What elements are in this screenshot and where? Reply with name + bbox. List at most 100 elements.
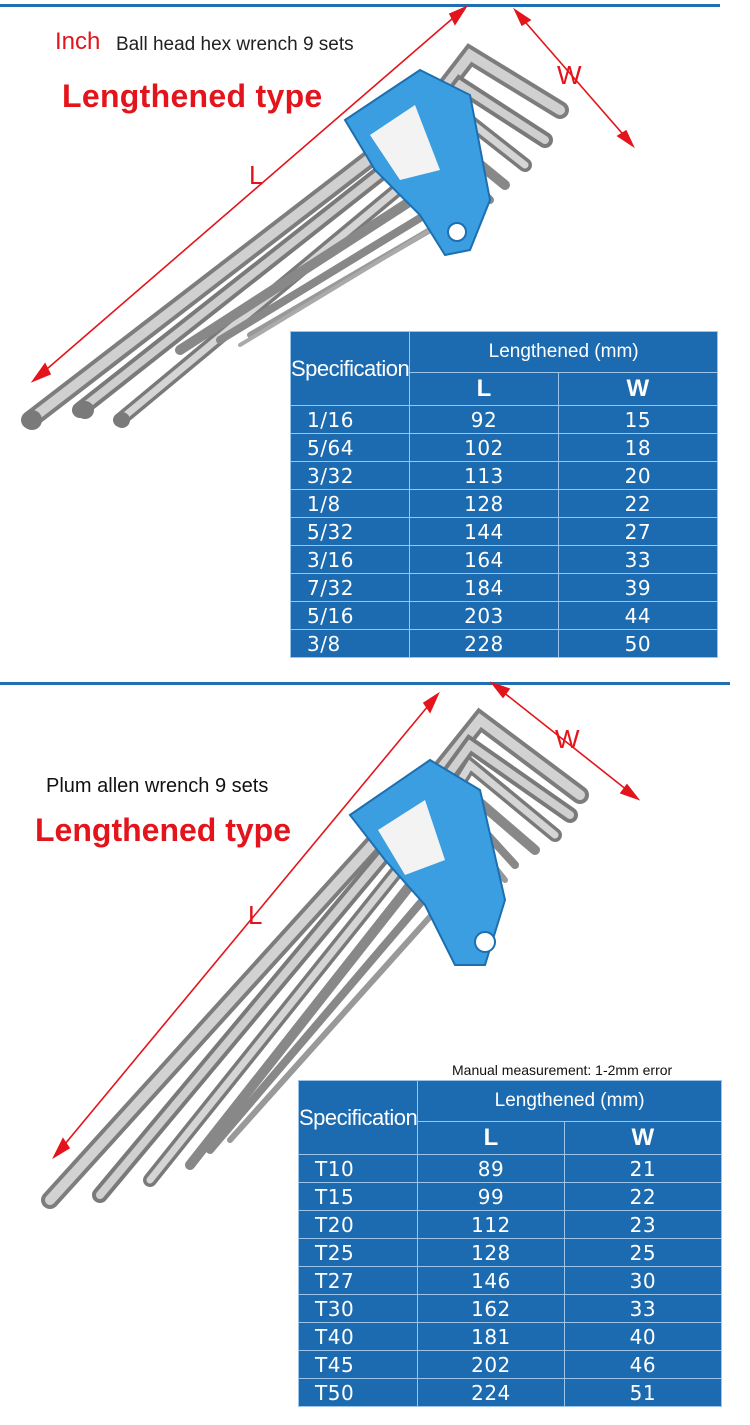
title-inch: Inch — [55, 28, 101, 55]
W-cell: 51 — [563, 1378, 723, 1407]
W-cell: 27 — [557, 517, 719, 546]
W-cell: 15 — [557, 405, 719, 434]
spec-cell: 7/32 — [289, 573, 411, 602]
group-header: Lengthened (mm) — [409, 331, 718, 373]
L-cell: 184 — [409, 573, 559, 602]
L-cell: 128 — [409, 489, 559, 518]
W-cell: 33 — [563, 1294, 723, 1323]
W-cell: 18 — [557, 433, 719, 462]
L-cell: 102 — [409, 433, 559, 462]
wrench-holder — [348, 758, 507, 966]
spec-cell: 1/16 — [289, 405, 411, 434]
spec-cell: T45 — [297, 1350, 419, 1379]
W-cell: 21 — [563, 1154, 723, 1183]
L-cell: 128 — [417, 1238, 565, 1267]
L-cell: 202 — [417, 1350, 565, 1379]
L-cell: 113 — [409, 461, 559, 490]
spec-cell: T25 — [297, 1238, 419, 1267]
col-W-header: W — [557, 372, 719, 406]
top-divider — [0, 4, 720, 7]
W-cell: 22 — [557, 489, 719, 518]
col-L-header: L — [417, 1121, 565, 1155]
section-divider — [0, 682, 730, 685]
spec-cell: 1/8 — [289, 489, 411, 518]
W-cell: 20 — [557, 461, 719, 490]
col-L-header: L — [409, 372, 559, 406]
col-W-header: W — [563, 1121, 723, 1155]
L-cell: 224 — [417, 1378, 565, 1407]
dimension-L-arrow — [30, 5, 469, 383]
L-cell: 99 — [417, 1182, 565, 1211]
spec-cell: 5/16 — [289, 601, 411, 630]
dimension-W-arrow — [489, 681, 641, 801]
spec-cell: T50 — [297, 1378, 419, 1407]
W-cell: 46 — [563, 1350, 723, 1379]
spec-cell: 3/32 — [289, 461, 411, 490]
L-cell: 181 — [417, 1322, 565, 1351]
spec-cell: T15 — [297, 1182, 419, 1211]
W-cell: 25 — [563, 1238, 723, 1267]
W-cell: 22 — [563, 1182, 723, 1211]
dimension-W-label: W — [555, 724, 580, 754]
spec-cell: T10 — [297, 1154, 419, 1183]
wrench-holder — [343, 68, 492, 257]
dimension-W-arrow — [513, 7, 635, 149]
measurement-note: Manual measurement: 1-2mm error — [452, 1062, 673, 1078]
L-cell: 203 — [409, 601, 559, 630]
dimension-L-label: L — [248, 900, 263, 930]
L-cell: 89 — [417, 1154, 565, 1183]
L-cell: 92 — [409, 405, 559, 434]
L-cell: 144 — [409, 517, 559, 546]
spec-cell: T40 — [297, 1322, 419, 1351]
spec-cell: T20 — [297, 1210, 419, 1239]
spec-cell: 5/64 — [289, 433, 411, 462]
dimension-W-label: W — [557, 60, 582, 90]
L-cell: 146 — [417, 1266, 565, 1295]
title-plum-allen-wrench: Plum allen wrench 9 sets — [46, 775, 269, 797]
subtitle-lengthened-type: Lengthened type — [35, 812, 292, 848]
spec-cell: 3/8 — [289, 629, 411, 658]
L-cell: 162 — [417, 1294, 565, 1323]
dimension-L-label: L — [249, 160, 264, 190]
subtitle-lengthened-type: Lengthened type — [62, 78, 323, 114]
spec-header: Specification — [297, 1080, 419, 1155]
spec-cell: T30 — [297, 1294, 419, 1323]
W-cell: 33 — [557, 545, 719, 574]
group-header: Lengthened (mm) — [417, 1080, 722, 1122]
L-cell: 228 — [409, 629, 559, 658]
L-cell: 112 — [417, 1210, 565, 1239]
spec-cell: 5/32 — [289, 517, 411, 546]
W-cell: 30 — [563, 1266, 723, 1295]
L-cell: 164 — [409, 545, 559, 574]
W-cell: 40 — [563, 1322, 723, 1351]
dimension-L-arrow — [52, 691, 440, 1160]
spec-cell: 3/16 — [289, 545, 411, 574]
W-cell: 23 — [563, 1210, 723, 1239]
title-ball-head-hex-wrench: Ball head hex wrench 9 sets — [116, 34, 354, 55]
W-cell: 39 — [557, 573, 719, 602]
spec-header: Specification — [289, 331, 411, 406]
spec-cell: T27 — [297, 1266, 419, 1295]
W-cell: 44 — [557, 601, 719, 630]
